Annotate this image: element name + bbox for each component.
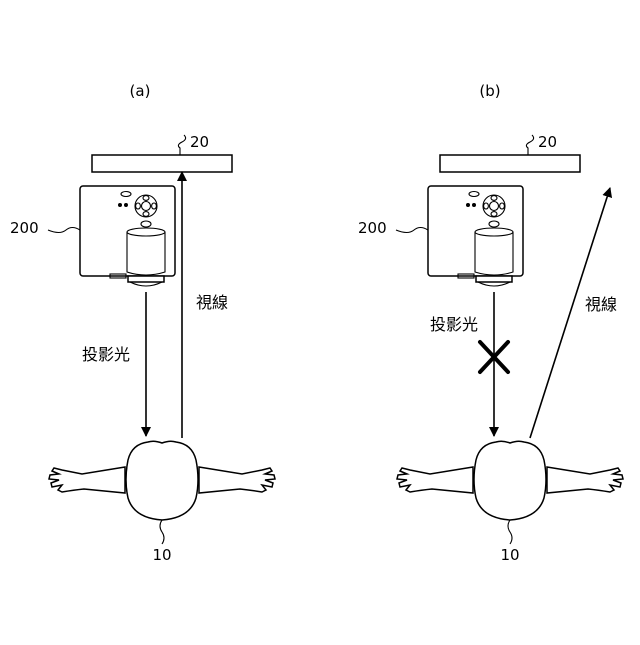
panel-b: (b) 20 200 投影光 視線 10 (358, 82, 623, 564)
panel-a-screen-leader (178, 135, 185, 155)
panel-b-projector-ref: 200 (358, 219, 387, 237)
panel-a-person-ref: 10 (152, 546, 171, 564)
panel-b-person (397, 441, 623, 520)
panel-a-screen-ref: 20 (190, 133, 209, 151)
panel-b-person-leader (508, 520, 512, 544)
panel-b-screen-ref: 20 (538, 133, 557, 151)
panel-b-gaze-label: 視線 (585, 295, 617, 314)
panel-a-projector-leader (48, 228, 80, 233)
panel-a: (a) 20 200 投影光 視線 10 (10, 82, 275, 564)
panel-a-projector (80, 186, 175, 286)
panel-a-person (49, 441, 275, 520)
panel-a-caption: (a) (130, 82, 151, 100)
panel-b-projector-leader (396, 228, 428, 233)
panel-b-projector (428, 186, 523, 286)
panel-a-projection-label: 投影光 (82, 345, 130, 364)
panel-b-caption: (b) (479, 82, 500, 100)
panel-a-person-leader (160, 520, 164, 544)
panel-b-screen (440, 155, 580, 172)
panel-a-projector-ref: 200 (10, 219, 39, 237)
panel-b-screen-leader (526, 135, 533, 155)
panel-a-gaze-label: 視線 (196, 293, 228, 312)
panel-a-screen (92, 155, 232, 172)
panel-b-person-ref: 10 (500, 546, 519, 564)
panel-b-projection-label: 投影光 (430, 315, 478, 334)
